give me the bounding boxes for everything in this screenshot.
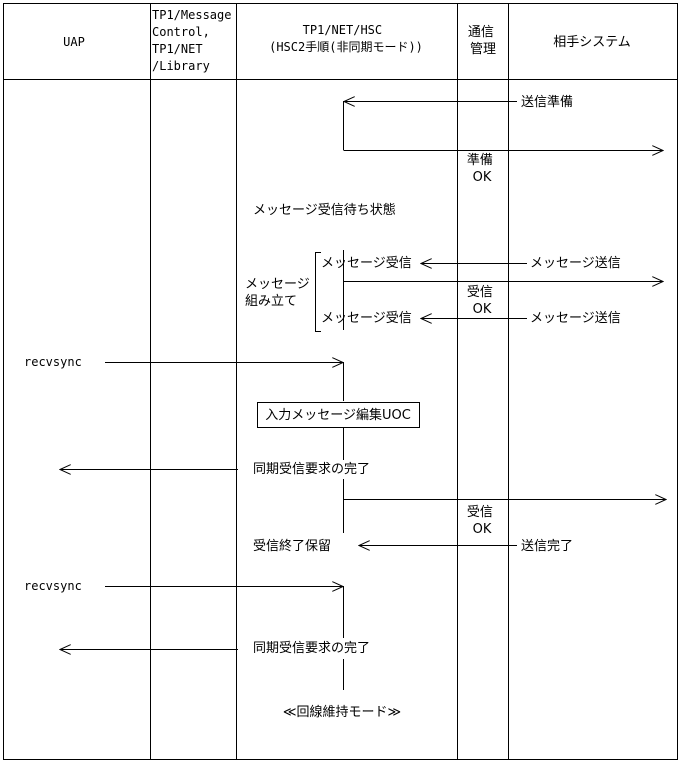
label-assembly-line: メッセージ bbox=[245, 277, 310, 292]
label-msg-send-1: メッセージ送信 bbox=[530, 256, 621, 271]
label-recv-ok-1-line: 受信 bbox=[467, 285, 493, 300]
label-recv-ok-2-line: OK bbox=[473, 522, 492, 537]
column-header-middleware-line: TP1/NET bbox=[152, 42, 203, 56]
label-msg-send-2: メッセージ送信 bbox=[530, 311, 621, 326]
uoc-box bbox=[257, 402, 420, 428]
label-wait-state: メッセージ受信待ち状態 bbox=[253, 202, 396, 218]
column-header-partner: 相手システム bbox=[553, 35, 631, 50]
label-recv-ok-2: 受信 OK bbox=[467, 505, 497, 537]
column-header-middleware-line: TP1/Message bbox=[152, 8, 231, 22]
label-recv-end-hold: 受信終了保留 bbox=[253, 538, 331, 554]
column-header-middleware: TP1/Message Control, TP1/NET /Library bbox=[152, 8, 239, 73]
diagram-frame bbox=[3, 3, 678, 760]
column-header-middleware-line: Control, bbox=[152, 25, 210, 39]
column-header-comm-line: 管理 bbox=[470, 42, 496, 57]
label-ready-ok: 準備 OK bbox=[467, 152, 497, 185]
label-recvsync-2: recvsync bbox=[24, 579, 82, 593]
label-msg-recv-2: メッセージ受信 bbox=[321, 311, 412, 326]
label-uoc-box: 入力メッセージ編集UOC bbox=[265, 407, 411, 423]
label-assembly-line: 組み立て bbox=[245, 294, 297, 309]
label-recv-ok-1: 受信 OK bbox=[467, 285, 497, 317]
label-ready-ok-line: OK bbox=[473, 170, 492, 185]
column-header-hsc: TP1/NET/HSC (HSC2手順(非同期モード)) bbox=[269, 23, 423, 54]
label-msg-recv-1: メッセージ受信 bbox=[321, 256, 412, 271]
label-assembly: メッセージ 組み立て bbox=[245, 277, 314, 309]
column-header-uap: UAP bbox=[63, 35, 85, 49]
label-recv-ok-1-line: OK bbox=[473, 302, 492, 317]
label-recvsync-1: recvsync bbox=[24, 355, 82, 369]
label-sync-done-2: 同期受信要求の完了 bbox=[253, 641, 370, 656]
column-header-hsc-line: (HSC2手順(非同期モード)) bbox=[269, 40, 423, 54]
column-header-comm-line: 通信 bbox=[468, 25, 494, 40]
column-header-hsc-line: TP1/NET/HSC bbox=[303, 23, 382, 37]
column-header-comm: 通信 管理 bbox=[468, 25, 498, 57]
label-send-done: 送信完了 bbox=[521, 539, 573, 554]
label-ready-ok-line: 準備 bbox=[467, 152, 493, 168]
label-recv-ok-2-line: 受信 bbox=[467, 505, 493, 520]
label-sync-done-1: 同期受信要求の完了 bbox=[253, 462, 370, 477]
assembly-bracket bbox=[315, 252, 321, 332]
label-line-keep-mode: ≪回線維持モード≫ bbox=[283, 704, 401, 720]
column-header-middleware-line: /Library bbox=[152, 59, 210, 73]
label-send-ready: 送信準備 bbox=[521, 94, 573, 110]
